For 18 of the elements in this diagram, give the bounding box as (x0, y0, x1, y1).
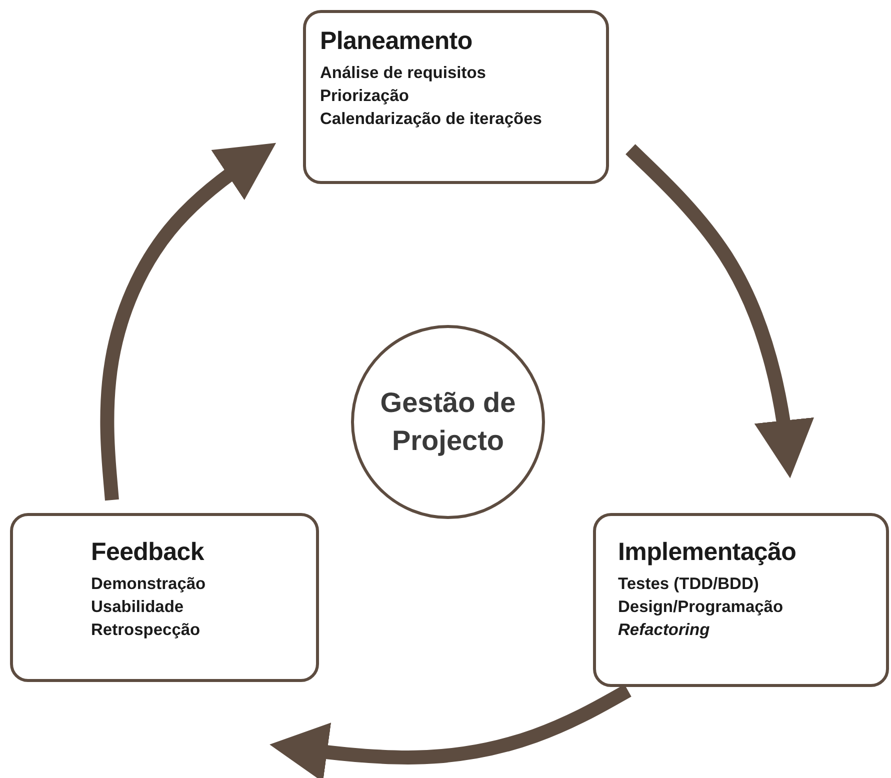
phase-box (303, 10, 609, 184)
activity-text: Calendarização de iterações (320, 109, 543, 130)
curved-arrow (626, 144, 814, 479)
activity-text: Testes (TDD/BDD) (618, 574, 760, 595)
activity-text: Refactoring (618, 620, 711, 641)
activity-text: Análise de requisitos (320, 63, 487, 84)
activity-text: Priorização (320, 86, 410, 107)
activity-text: Design/Programação (618, 597, 784, 618)
activity-text: Usabilidade (91, 597, 185, 618)
activity-text: Demonstração (91, 574, 207, 595)
phase-title: Feedback (91, 538, 206, 567)
curved-arrow (268, 684, 632, 778)
phase-title: Implementação (618, 538, 798, 567)
phase-box (593, 513, 889, 687)
center-title: Gestão de Projecto (379, 386, 517, 458)
phase-box (10, 513, 319, 682)
phase-title: Planeamento (320, 27, 474, 56)
activity-text: Retrospecção (91, 620, 202, 641)
